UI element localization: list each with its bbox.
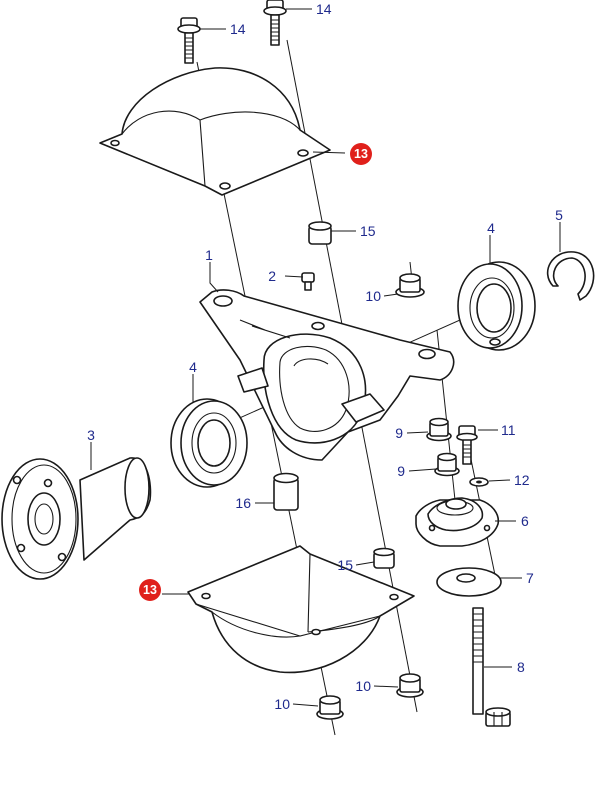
washer-7 (436, 567, 502, 597)
callout-label-11: 11 (501, 422, 516, 438)
leader-lines (90, 8, 561, 707)
callout-label-5: 5 (555, 207, 563, 223)
callout-label-10: 10 (355, 678, 371, 694)
callout-label-4: 4 (487, 220, 495, 236)
callout-badge-13 (139, 579, 161, 601)
bolt-8 (472, 607, 511, 727)
rubber-mount-6 (415, 497, 500, 547)
bolt-11 (456, 425, 478, 465)
nut-9-upper (426, 417, 452, 442)
callout-label-13: 13 (143, 583, 157, 597)
nut-10-lower-left (316, 695, 344, 720)
callout-label-9: 9 (397, 463, 405, 479)
callout-label-15: 15 (337, 557, 353, 573)
flanged-shaft-3 (1, 457, 152, 580)
callout-label-7: 7 (526, 570, 534, 586)
sleeve-15-upper (308, 221, 332, 245)
callout-label-2: 2 (268, 268, 276, 284)
grease-nipple-2 (301, 272, 315, 291)
callout-label-16: 16 (235, 495, 251, 511)
nut-9-lower (434, 452, 460, 477)
callout-badge-13 (350, 143, 372, 165)
sleeve-15-lower (373, 547, 395, 569)
callout-label-8: 8 (517, 659, 525, 675)
callout-label-14: 14 (230, 21, 246, 37)
washer-12 (469, 477, 489, 487)
callout-label-4: 4 (189, 359, 197, 375)
bolt-14-right (263, 0, 287, 46)
callout-label-14: 14 (316, 1, 332, 17)
clamp-13-lower (187, 545, 415, 674)
bearing-4-right (457, 261, 536, 351)
callout-label-10: 10 (365, 288, 381, 304)
callout-label-13: 13 (354, 147, 368, 161)
bearing-housing-1 (199, 289, 455, 461)
nut-10-top (395, 273, 425, 298)
callout-label-9: 9 (395, 425, 403, 441)
callout-label-1: 1 (205, 247, 213, 263)
bearing-4-left (170, 398, 248, 488)
callout-label-6: 6 (521, 513, 529, 529)
callout-label-15: 15 (360, 223, 376, 239)
circlip-5 (546, 251, 595, 301)
nut-10-lower-right (396, 673, 424, 698)
clamp-13-upper (99, 67, 331, 196)
callout-label-10: 10 (274, 696, 290, 712)
bolt-14-left (177, 17, 201, 64)
callout-label-12: 12 (514, 472, 530, 488)
spacer-16 (273, 472, 299, 511)
callout-label-3: 3 (87, 427, 95, 443)
